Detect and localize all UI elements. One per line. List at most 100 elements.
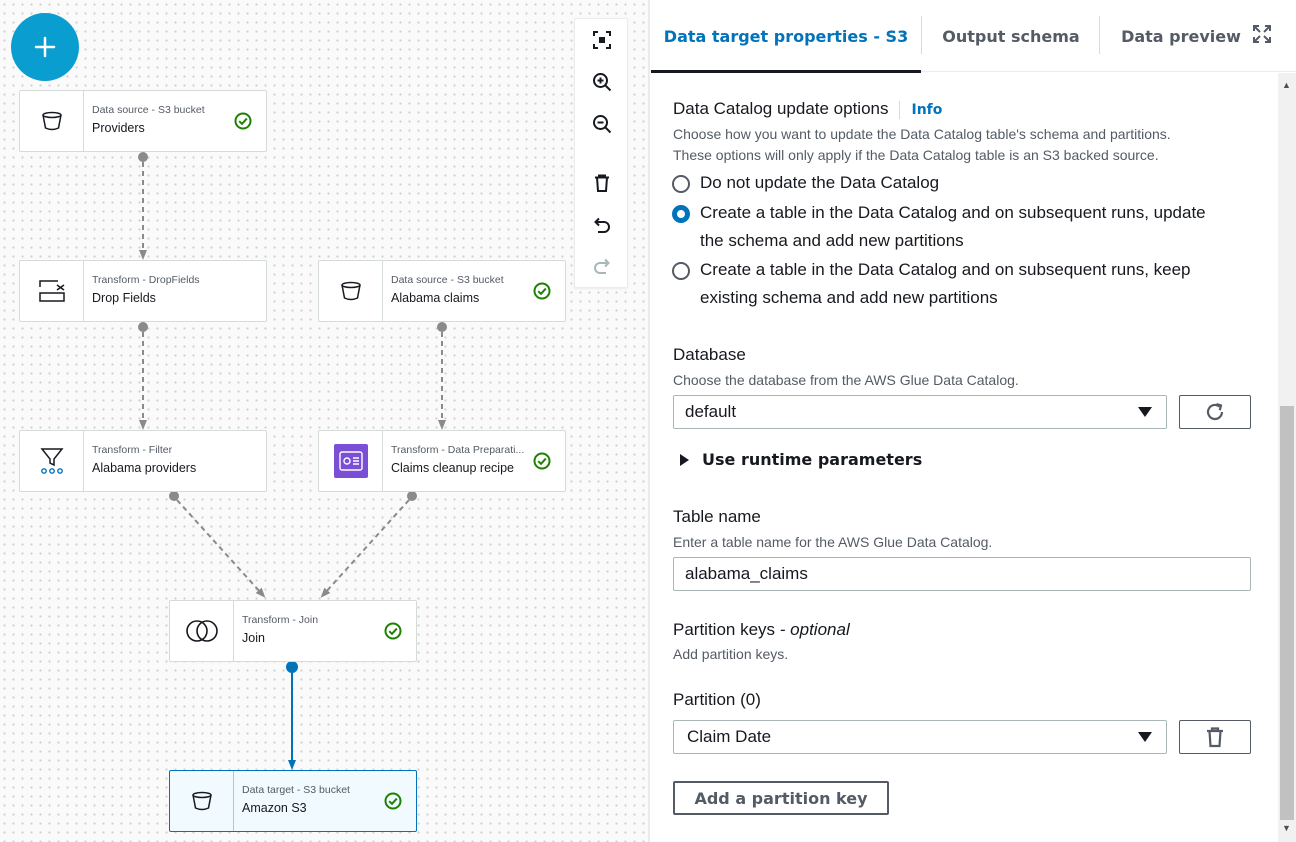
panel-tabs: Data target properties - S3 Output schem… xyxy=(650,0,1296,73)
canvas-toolbar xyxy=(574,18,628,288)
radio-button[interactable] xyxy=(672,262,690,280)
status-check-icon xyxy=(384,622,402,640)
node-providers[interactable]: Data source - S3 bucket Providers xyxy=(19,90,267,152)
tab-data-preview[interactable]: Data preview xyxy=(1121,26,1241,46)
node-icon-cell xyxy=(20,431,84,491)
plus-icon xyxy=(34,36,56,58)
status-check-icon xyxy=(533,452,551,470)
undo-button[interactable] xyxy=(575,209,629,243)
database-select[interactable]: default xyxy=(673,395,1167,429)
scroll-up-icon[interactable]: ▲ xyxy=(1282,80,1291,90)
node-title: Claims cleanup recipe xyxy=(391,461,514,475)
expand-icon[interactable] xyxy=(1252,24,1272,44)
radio-button-selected[interactable] xyxy=(672,205,690,223)
partition-keys-header: Partition keys - optional xyxy=(673,620,850,640)
edges-layer xyxy=(138,152,447,770)
node-title: Join xyxy=(242,631,265,645)
redo-button[interactable] xyxy=(575,250,629,284)
caret-down-icon xyxy=(1138,732,1152,742)
optional-label: - optional xyxy=(779,620,850,639)
node-type: Transform - Join xyxy=(242,614,319,626)
edge-dropfields-filter xyxy=(138,322,148,430)
node-join[interactable]: Transform - Join Join xyxy=(169,600,417,662)
panel-divider[interactable] xyxy=(648,0,650,842)
radio-label: Create a table in the Data Catalog and o… xyxy=(700,199,1206,255)
scroll-down-icon[interactable]: ▼ xyxy=(1282,823,1291,833)
redo-icon xyxy=(594,258,610,274)
node-type: Transform - Data Preparati... xyxy=(391,444,525,456)
panel-scrollbar-thumb[interactable] xyxy=(1280,406,1294,820)
edge-dataprep-join xyxy=(320,491,417,598)
table-name-label: Table name xyxy=(673,507,761,526)
radio-label-line: existing schema and add new partitions xyxy=(700,288,998,307)
catalog-options-description: Choose how you want to update the Data C… xyxy=(673,124,1171,166)
radio-label-line: the schema and add new partitions xyxy=(700,231,964,250)
node-type: Data source - S3 bucket xyxy=(391,274,504,286)
tab-separator xyxy=(1099,16,1100,54)
node-alabama-claims[interactable]: Data source - S3 bucket Alabama claims xyxy=(318,260,566,322)
caret-down-icon xyxy=(1138,407,1152,417)
edge-join-s3target xyxy=(286,661,298,770)
node-type: Transform - DropFields xyxy=(92,274,200,286)
trash-icon xyxy=(1207,727,1223,748)
node-icon-cell xyxy=(319,261,383,321)
add-node-button[interactable] xyxy=(11,13,79,81)
add-partition-key-button[interactable]: Add a partition key xyxy=(673,781,889,815)
partition-key-value: Claim Date xyxy=(687,727,772,746)
partition-key-select[interactable]: Claim Date xyxy=(673,720,1167,754)
zoom-in-button[interactable] xyxy=(575,65,629,99)
partition-keys-label: Partition keys xyxy=(673,620,776,639)
bucket-icon xyxy=(41,111,62,131)
delete-icon xyxy=(595,174,609,192)
node-filter[interactable]: Transform - Filter Alabama providers xyxy=(19,430,267,492)
workflow-canvas[interactable]: Data source - S3 bucket Providers Transf… xyxy=(0,0,648,842)
radio-button[interactable] xyxy=(672,175,690,193)
label-separator xyxy=(898,100,900,119)
node-drop-fields[interactable]: Transform - DropFields Drop Fields xyxy=(19,260,267,322)
node-data-preparation[interactable]: Transform - Data Preparati... Claims cle… xyxy=(318,430,566,492)
catalog-options-label: Data Catalog update options xyxy=(673,99,889,118)
zoom-in-icon xyxy=(593,73,612,92)
node-icon-cell xyxy=(20,261,84,321)
join-icon xyxy=(185,620,218,642)
properties-panel: Data target properties - S3 Output schem… xyxy=(650,0,1296,842)
node-title: Alabama providers xyxy=(92,461,197,475)
node-icon-cell xyxy=(319,431,383,491)
description-line: These options will only apply if the Dat… xyxy=(673,147,1159,163)
edge-claims-dataprep xyxy=(437,322,447,430)
bucket-icon xyxy=(191,791,212,811)
node-title: Drop Fields xyxy=(92,291,156,305)
radio-do-not-update[interactable]: Do not update the Data Catalog xyxy=(672,173,939,197)
catalog-options-header: Data Catalog update options Info xyxy=(673,99,942,119)
runtime-parameters-expander[interactable]: Use runtime parameters xyxy=(680,450,922,469)
fit-view-button[interactable] xyxy=(575,23,629,57)
info-link[interactable]: Info xyxy=(911,102,943,118)
refresh-database-button[interactable] xyxy=(1179,395,1251,429)
radio-label-line: Create a table in the Data Catalog and o… xyxy=(700,203,1206,222)
edge-filter-join xyxy=(169,491,266,598)
node-icon-cell xyxy=(170,771,234,831)
tab-output-schema[interactable]: Output schema xyxy=(942,26,1080,46)
remove-partition-button[interactable] xyxy=(1179,720,1251,754)
status-check-icon xyxy=(533,282,551,300)
caret-right-icon xyxy=(680,453,689,466)
partition-keys-description: Add partition keys. xyxy=(673,646,789,662)
table-name-input[interactable] xyxy=(673,557,1251,591)
database-select-value: default xyxy=(685,402,737,421)
node-type: Data target - S3 bucket xyxy=(242,784,350,796)
fit-view-icon xyxy=(593,31,611,49)
node-type: Data source - S3 bucket xyxy=(92,104,205,116)
node-title: Providers xyxy=(92,121,145,135)
radio-create-update-schema[interactable]: Create a table in the Data Catalog and o… xyxy=(672,203,1206,255)
zoom-out-button[interactable] xyxy=(575,107,629,141)
tab-separator xyxy=(921,16,922,54)
tab-data-target-properties[interactable]: Data target properties - S3 xyxy=(651,0,921,73)
node-type: Transform - Filter xyxy=(92,444,173,456)
radio-label: Create a table in the Data Catalog and o… xyxy=(700,256,1191,312)
filter-icon xyxy=(39,448,64,474)
delete-node-button[interactable] xyxy=(575,166,629,200)
node-title: Alabama claims xyxy=(391,291,480,305)
radio-label: Do not update the Data Catalog xyxy=(700,173,940,192)
radio-create-keep-schema[interactable]: Create a table in the Data Catalog and o… xyxy=(672,260,1191,312)
node-s3-target[interactable]: Data target - S3 bucket Amazon S3 xyxy=(169,770,417,832)
